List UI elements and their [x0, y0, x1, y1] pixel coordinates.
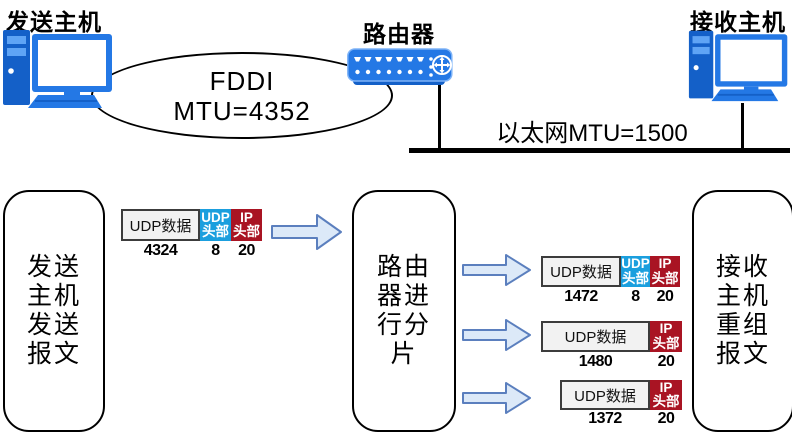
stage-sender-text: 主机: [26, 282, 81, 310]
fragment-2-sizes: 1480 20: [541, 352, 682, 372]
udp-data-label: UDP数据: [564, 329, 627, 346]
ip-header-label: IP: [240, 209, 253, 225]
stage-receiver-text: 报文: [715, 340, 770, 368]
ip-header-label: 头部: [652, 335, 680, 351]
ip-header-segment: IP 头部: [231, 209, 262, 241]
packet-original: UDP数据 UDP 头部 IP 头部 4324 8 20: [121, 209, 262, 261]
ip-header-label: IP: [659, 379, 673, 395]
receiver-host-label: 接收主机: [690, 9, 786, 35]
ethernet-bus-line: [409, 148, 790, 153]
udp-data-size: 1480: [578, 353, 613, 370]
arrow-to-fragment-1: [461, 253, 532, 287]
udp-header-label: 头部: [202, 224, 229, 239]
ip-header-segment: IP 头部: [650, 380, 682, 410]
ip-header-segment: IP 头部: [650, 321, 682, 352]
packet-original-segments: UDP数据 UDP 头部 IP 头部: [121, 209, 262, 241]
receiver-to-bus-line: [741, 103, 744, 149]
packet-fragment-1: UDP数据 UDP 头部 IP 头部 1472 8 20: [541, 256, 680, 307]
stage-receiver-text: 接收: [715, 253, 770, 281]
stage-router-text: 器进: [376, 282, 431, 310]
fragment-1-sizes: 1472 8 20: [541, 287, 680, 307]
udp-header-label: 头部: [622, 270, 649, 286]
udp-data-size: 1472: [564, 288, 598, 305]
stage-receiver-text: 主机: [715, 282, 770, 310]
stage-sender-box: 发送 主机 发送 报文: [3, 190, 105, 432]
stage-sender-text: 报文: [26, 340, 81, 368]
desktop-computer-icon: [3, 30, 112, 108]
udp-header-label: UDP: [621, 256, 650, 271]
stage-receiver-text: 重组: [715, 311, 770, 339]
ip-header-size: 20: [238, 242, 255, 259]
udp-data-segment: UDP数据: [560, 380, 650, 410]
udp-data-size: 1372: [588, 410, 622, 427]
fddi-mtu: MTU=4352: [173, 95, 311, 126]
udp-header-segment: UDP 头部: [621, 256, 650, 287]
arrow-to-fragment-3: [461, 381, 532, 415]
router-to-bus-line: [438, 84, 441, 149]
arrow-sender-to-router: [270, 212, 343, 252]
stage-receiver-box: 接收 主机 重组 报文: [692, 190, 792, 432]
udp-data-segment: UDP数据: [121, 209, 200, 241]
fragment-1-segments: UDP数据 UDP 头部 IP 头部: [541, 256, 680, 287]
stage-sender-text: 发送: [26, 311, 81, 339]
arrow-to-fragment-2: [461, 318, 532, 352]
udp-data-segment: UDP数据: [541, 256, 621, 287]
receiver-computer-icon: [688, 26, 790, 109]
stage-router-text: 片: [390, 340, 418, 368]
udp-data-label: UDP数据: [550, 264, 612, 281]
right-arrow-icon: [462, 254, 531, 286]
udp-header-size: 8: [211, 242, 220, 259]
udp-header-label: UDP: [201, 209, 230, 225]
udp-data-segment: UDP数据: [541, 321, 650, 352]
right-arrow-icon: [462, 382, 531, 414]
packet-fragment-2: UDP数据 IP 头部 1480 20: [541, 321, 682, 372]
fragment-2-segments: UDP数据 IP 头部: [541, 321, 682, 352]
stage-router-box: 路由 器进 行分 片: [352, 190, 456, 432]
stage-sender-text: 发送: [26, 253, 81, 281]
fragment-3-segments: UDP数据 IP 头部: [560, 380, 682, 410]
ip-header-label: IP: [659, 321, 673, 336]
router-icon: [347, 47, 454, 92]
ip-header-segment: IP 头部: [650, 256, 680, 287]
right-arrow-icon: [462, 319, 531, 351]
router-label: 路由器: [363, 21, 435, 47]
stage-router-text: 行分: [376, 311, 431, 339]
udp-data-label: UDP数据: [129, 217, 192, 235]
ethernet-mtu-label: 以太网MTU=1500: [494, 113, 690, 147]
ip-header-label: 头部: [652, 394, 680, 409]
ip-header-size: 20: [657, 410, 675, 427]
packet-original-sizes: 4324 8 20: [121, 241, 262, 261]
right-arrow-icon: [271, 214, 342, 250]
packet-fragment-3: UDP数据 IP 头部 1372 20: [560, 380, 682, 428]
ip-header-size: 20: [656, 288, 674, 305]
udp-data-size: 4324: [143, 242, 178, 259]
sender-computer-icon: [2, 27, 115, 114]
ip-header-label: 头部: [233, 224, 260, 239]
ip-header-size: 20: [657, 353, 675, 370]
ip-header-label: IP: [658, 256, 672, 271]
fddi-name: FDDI: [209, 65, 275, 96]
ip-header-label: 头部: [651, 270, 679, 286]
udp-header-segment: UDP 头部: [200, 209, 231, 241]
router-device-icon: [347, 48, 453, 85]
fragment-3-sizes: 1372 20: [560, 410, 682, 428]
udp-header-size: 8: [631, 288, 640, 305]
stage-router-text: 路由: [376, 253, 431, 281]
fddi-network-ellipse: FDDI MTU=4352: [91, 52, 393, 139]
desktop-computer-icon: [688, 30, 788, 102]
udp-data-label: UDP数据: [574, 387, 636, 405]
